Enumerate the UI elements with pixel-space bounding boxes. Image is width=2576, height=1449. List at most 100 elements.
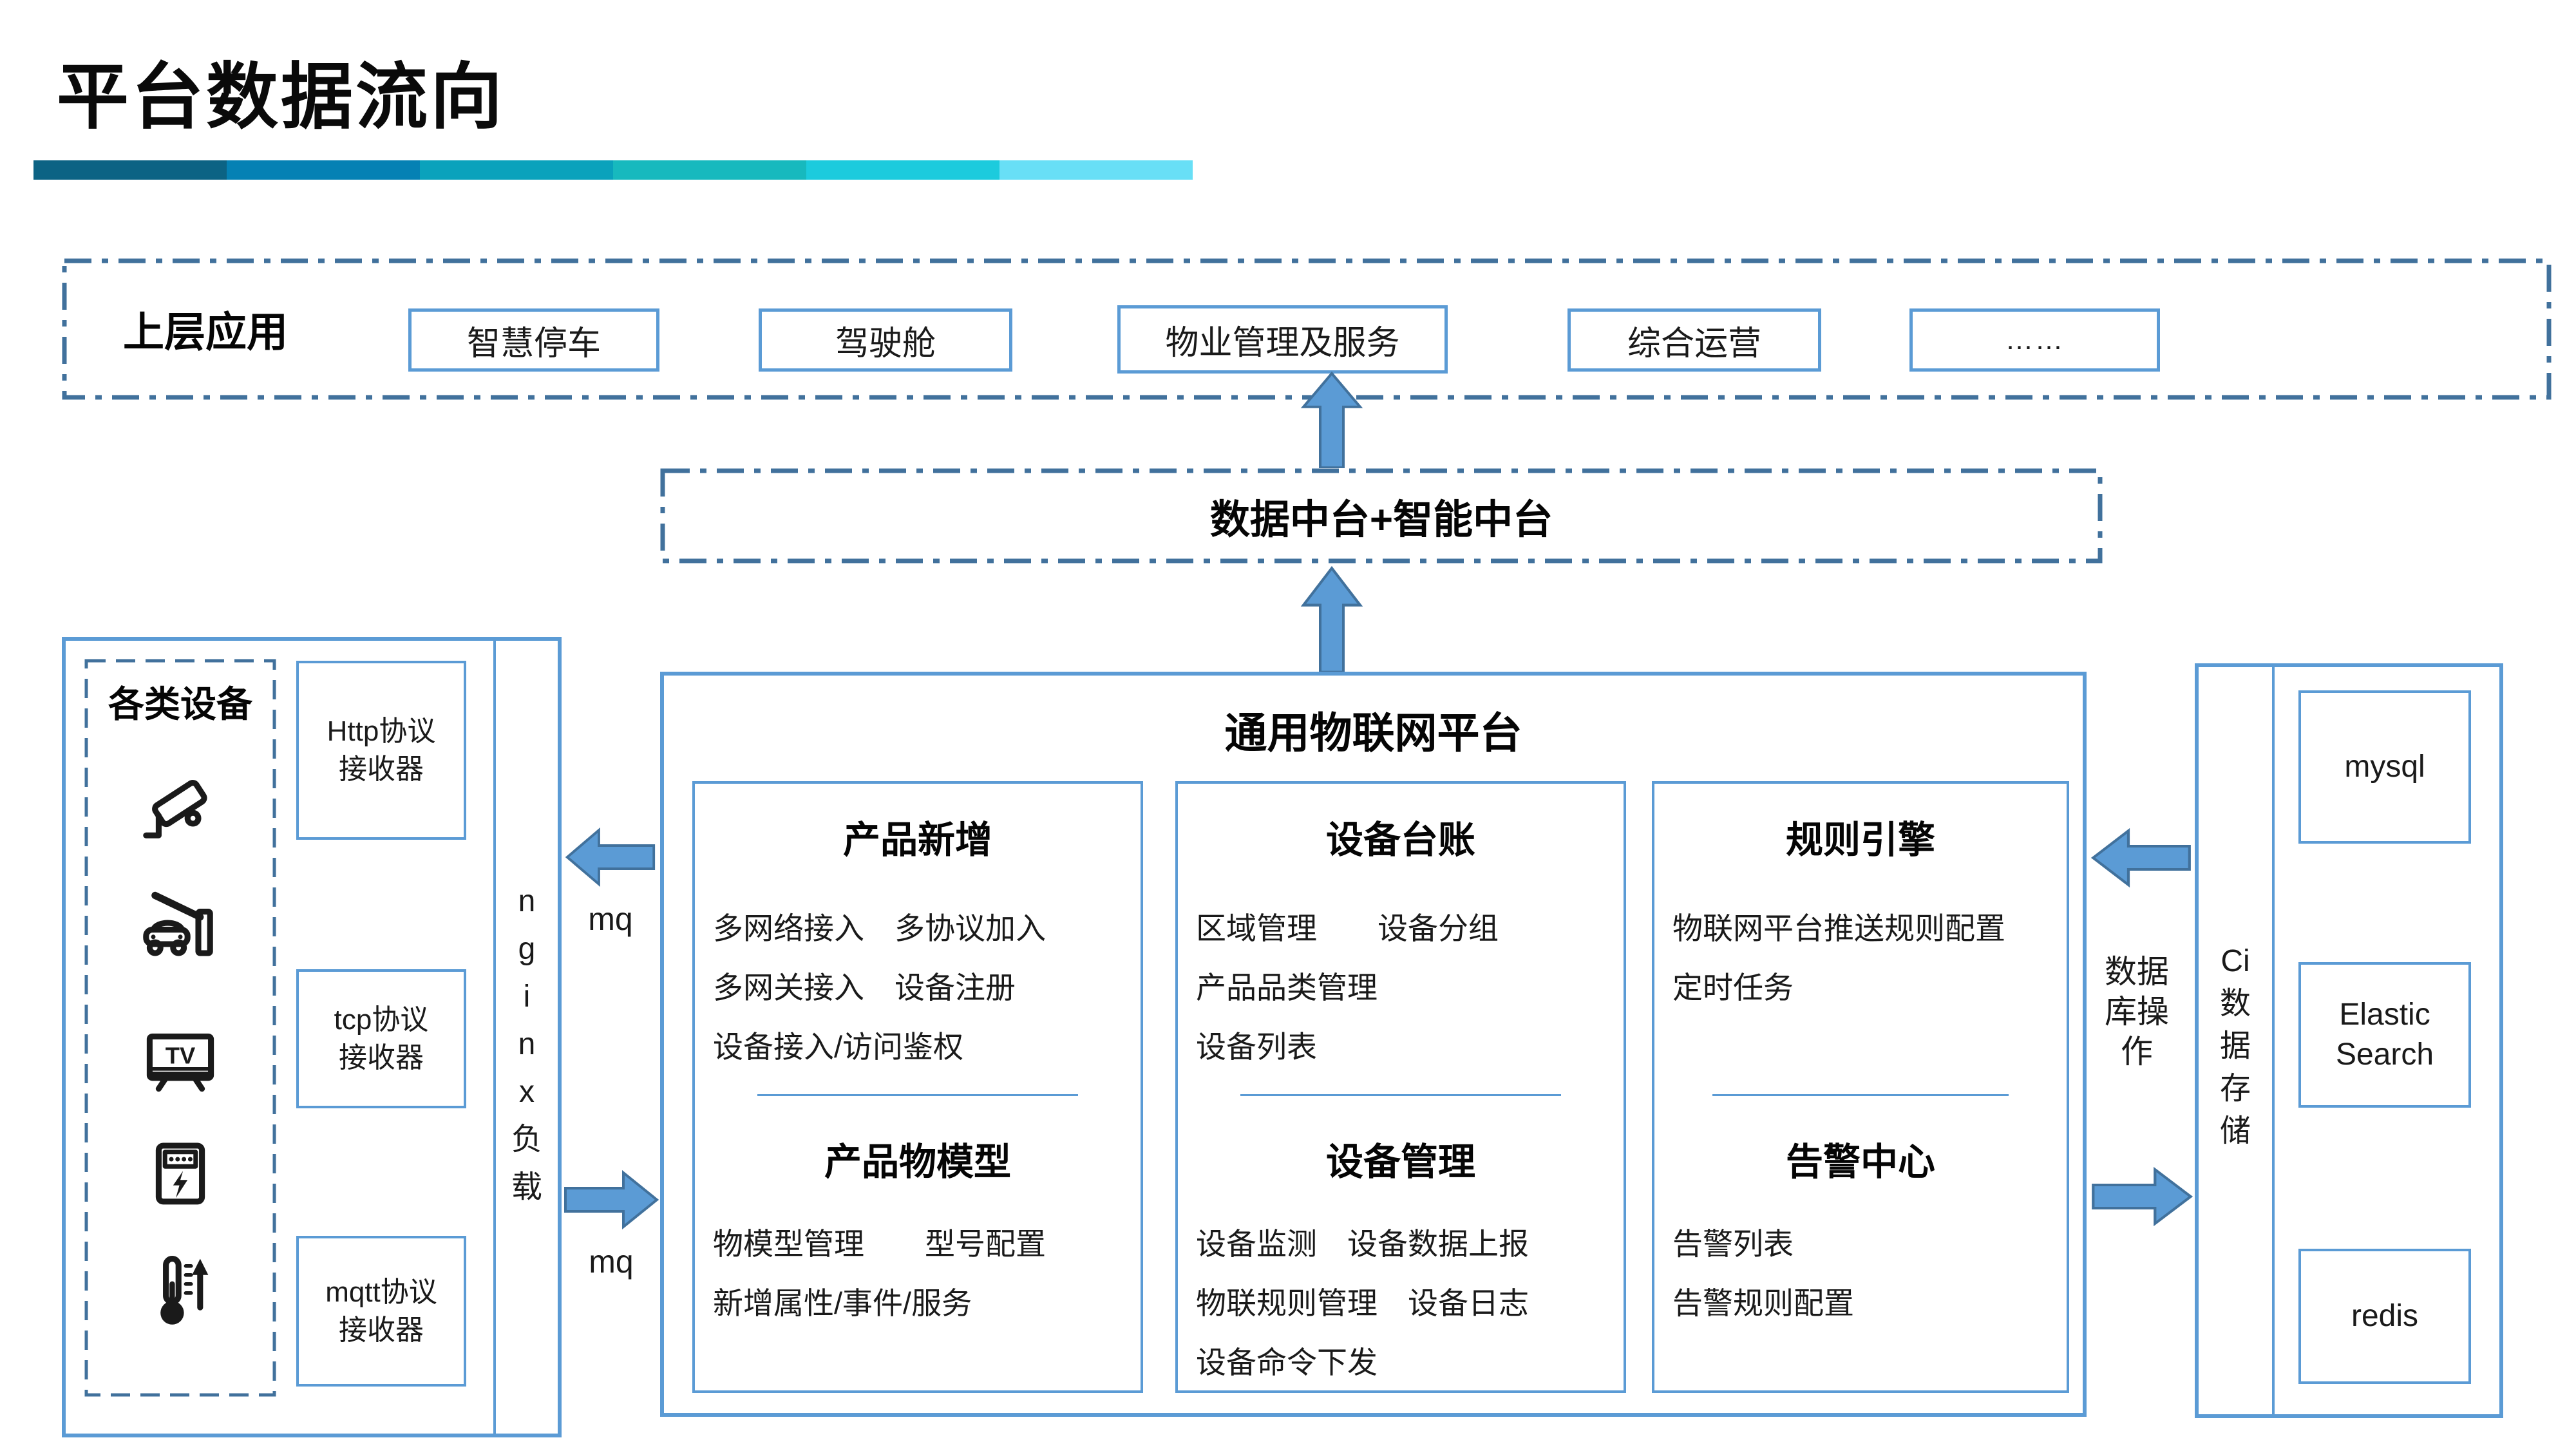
store-label: redis xyxy=(2351,1298,2419,1333)
app-box-label: 物业管理及服务 xyxy=(1165,324,1400,362)
app-box-label: …… xyxy=(2005,324,2065,355)
section-title: 产品物模型 xyxy=(824,1141,1011,1183)
receiver-line: 接收器 xyxy=(339,1042,424,1074)
data-middle-platform-box: 数据中台+智能中台 xyxy=(660,468,2103,564)
section-item: 区域管理 设备分组 xyxy=(1196,911,1499,945)
nginx-char: x xyxy=(519,1075,535,1109)
app-box-cockpit: 驾驶舱 xyxy=(759,308,1012,372)
ci-char: 数 xyxy=(2219,987,2251,1021)
mqtt-receiver-box: mqtt协议 接收器 xyxy=(296,1236,466,1387)
app-box-property-mgmt: 物业管理及服务 xyxy=(1117,305,1448,374)
nginx-char: g xyxy=(518,932,536,966)
section-item: 告警列表 xyxy=(1672,1227,1794,1261)
accent-bar-segment xyxy=(227,160,420,180)
section-divider xyxy=(1240,1094,1562,1096)
nginx-char: 负 xyxy=(511,1122,542,1157)
mysql-box: mysql xyxy=(2298,690,2471,844)
page-title: 平台数据流向 xyxy=(57,58,505,138)
upper-apps-label: 上层应用 xyxy=(123,309,288,355)
app-box-integrated-ops: 综合运营 xyxy=(1567,308,1821,372)
section-item: 多网关接入 设备注册 xyxy=(713,971,1016,1005)
redis-box: redis xyxy=(2298,1249,2471,1384)
cctv-camera-icon xyxy=(135,765,225,855)
devices-group-box: 各类设备 xyxy=(84,659,276,1397)
store-label: Search xyxy=(2335,1037,2434,1072)
app-box-label: 综合运营 xyxy=(1627,325,1761,363)
ci-char: Ci xyxy=(2221,944,2250,978)
iot-column-rule-engine: 规则引擎 物联网平台推送规则配置 定时任务 告警中心 告警列表 告警规则配置 xyxy=(1652,781,2069,1393)
db-operations-line: 库操 xyxy=(2105,994,2169,1030)
ci-char: 存 xyxy=(2219,1072,2251,1106)
mq-label-bottom: mq xyxy=(589,1244,634,1280)
receiver-line: Http协议 xyxy=(327,715,436,747)
section-item: 设备列表 xyxy=(1196,1030,1317,1064)
accent-bar-segment xyxy=(999,160,1193,180)
store-label: Elastic xyxy=(2339,997,2430,1032)
ci-char: 据 xyxy=(2219,1029,2251,1063)
section-divider xyxy=(757,1094,1079,1096)
iot-platform-box: 通用物联网平台 产品新增 多网络接入 多协议加入 多网关接入 设备注册 设备接入… xyxy=(660,672,2087,1417)
accent-bar-segment xyxy=(613,160,806,180)
car-barrier-gate-icon xyxy=(135,881,225,971)
tcp-receiver-box: tcp协议 接收器 xyxy=(296,969,466,1108)
iot-column-product: 产品新增 多网络接入 多协议加入 多网关接入 设备注册 设备接入/访问鉴权 产品… xyxy=(692,781,1143,1393)
section-title: 产品新增 xyxy=(842,819,992,861)
right-arrow-platform-to-storage xyxy=(2092,1166,2193,1227)
nginx-divider-line xyxy=(493,641,496,1434)
accent-bar-segment xyxy=(806,160,999,180)
accent-bar xyxy=(33,160,1193,180)
receiver-line: 接收器 xyxy=(339,753,424,785)
iot-platform-title: 通用物联网平台 xyxy=(1224,709,1522,757)
nginx-char: 载 xyxy=(511,1170,542,1204)
up-arrow-to-middle-platform xyxy=(1300,565,1363,674)
dashdot-border xyxy=(660,468,2103,564)
devices-nginx-box: 各类设备 xyxy=(62,637,562,1437)
section-item: 定时任务 xyxy=(1672,971,1794,1005)
accent-bar-segment xyxy=(420,160,613,180)
app-box-ellipsis: …… xyxy=(1909,308,2160,372)
svg-text:TV: TV xyxy=(166,1042,196,1068)
nginx-load-label: n g i n x 负 载 xyxy=(496,878,558,1211)
receiver-line: tcp协议 xyxy=(334,1003,429,1036)
section-item: 物联规则管理 设备日志 xyxy=(1196,1286,1529,1320)
storage-divider-line xyxy=(2272,667,2275,1414)
app-box-label: 智慧停车 xyxy=(466,325,601,363)
section-item: 新增属性/事件/服务 xyxy=(713,1286,972,1320)
nginx-char: n xyxy=(518,884,536,918)
data-middle-platform-label: 数据中台+智能中台 xyxy=(1209,498,1553,542)
section-item: 多网络接入 多协议加入 xyxy=(713,911,1046,945)
left-arrow-platform-to-nginx xyxy=(565,827,656,887)
section-item: 设备监测 设备数据上报 xyxy=(1196,1227,1529,1261)
ci-data-storage-label: Ci 数 据 存 储 xyxy=(2199,940,2272,1153)
store-label: mysql xyxy=(2344,749,2425,784)
up-arrow-to-apps xyxy=(1300,371,1363,469)
app-box-smart-parking: 智慧停车 xyxy=(408,308,659,372)
tv-icon: TV xyxy=(135,1013,225,1103)
mq-label-top: mq xyxy=(588,901,633,937)
upper-apps-container: 上层应用 智慧停车 驾驶舱 物业管理及服务 综合运营 …… xyxy=(62,258,2552,400)
section-item: 设备接入/访问鉴权 xyxy=(713,1030,964,1064)
nginx-char: i xyxy=(523,980,531,1014)
accent-bar-segment xyxy=(33,160,227,180)
section-item: 产品品类管理 xyxy=(1196,971,1378,1005)
data-storage-box: Ci 数 据 存 储 mysql Elastic Search redis xyxy=(2195,663,2503,1418)
app-box-label: 驾驶舱 xyxy=(835,325,936,363)
db-operations-label: 数据 库操 作 xyxy=(2089,952,2184,1072)
section-title: 设备管理 xyxy=(1325,1141,1475,1183)
thermometer-icon xyxy=(135,1246,225,1336)
section-item: 告警规则配置 xyxy=(1672,1286,1854,1320)
http-receiver-box: Http协议 接收器 xyxy=(296,661,466,840)
db-operations-line: 作 xyxy=(2121,1034,2153,1070)
right-arrow-nginx-to-platform xyxy=(564,1170,659,1230)
dashed-border xyxy=(84,659,276,1397)
receiver-line: 接收器 xyxy=(339,1314,424,1346)
dashdot-border xyxy=(62,258,2552,400)
section-item: 设备命令下发 xyxy=(1196,1345,1378,1379)
section-title: 规则引擎 xyxy=(1785,819,1935,861)
section-title: 设备台账 xyxy=(1325,819,1475,861)
section-divider xyxy=(1712,1094,2009,1096)
ci-char: 储 xyxy=(2219,1114,2251,1148)
iot-column-device-ledger: 设备台账 区域管理 设备分组 产品品类管理 设备列表 设备管理 设备监测 设备数… xyxy=(1175,781,1626,1393)
nginx-char: n xyxy=(518,1027,536,1061)
